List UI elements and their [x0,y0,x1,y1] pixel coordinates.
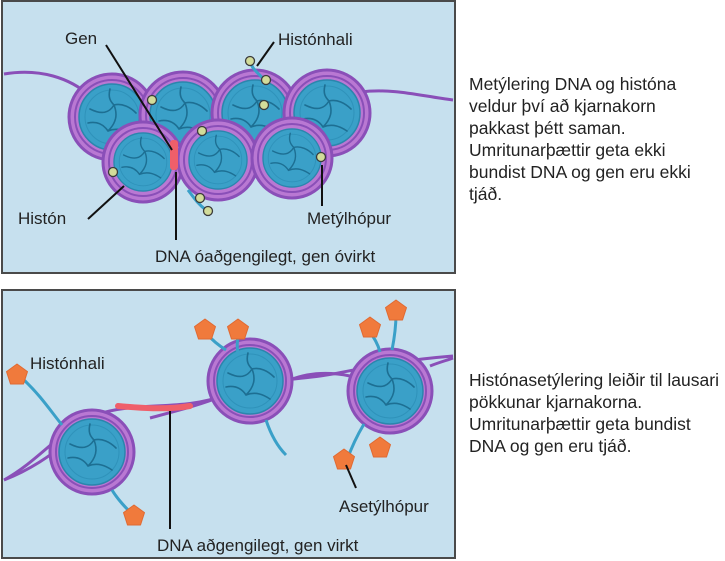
nucleosome-icon [346,347,434,435]
leader-line-histone [87,185,125,220]
methyl-group-icon [107,166,119,178]
label-acetyl-group: Asetýlhópur [339,497,429,516]
histone-tail-icon [22,378,64,426]
nucleosome-icon [48,408,136,496]
methyl-group-icon [315,151,327,163]
leader-line-acetyl [345,464,357,489]
methyl-group-icon [244,55,256,67]
label-histone: Histón [18,209,66,228]
methyl-group-icon [194,192,206,204]
label-methyl-group: Metýlhópur [307,209,391,228]
histone-tail-icon [264,419,288,457]
label-gene: Gen [65,29,97,48]
methyl-group-icon [258,99,270,111]
bottom-description: Histónasetýlering leiðir til lausari pök… [469,370,719,456]
methyl-group-icon [260,74,272,86]
top-description: Metýlering DNA og históna veldur því að … [469,74,691,204]
gene-region-active [115,403,193,412]
label-histone-tail-bottom: Histónhali [30,354,105,373]
bottom-panel: Histónhali Asetýlhópur DNA aðgengilegt, … [1,289,456,559]
label-dna-accessible: DNA aðgengilegt, gen virkt [157,536,359,555]
top-panel: Gen Histónhali Histón Metýlhópur DNA óað… [1,0,456,274]
nucleosome-icon [176,118,260,202]
gene-region-inactive [170,140,178,170]
methyl-group-icon [202,205,214,217]
methyl-group-icon [146,94,158,106]
leader-line-gen [105,44,173,151]
methyl-group-icon [196,125,208,137]
nucleosome-icon [206,337,294,425]
label-dna-inaccessible: DNA óaðgengilegt, gen óvirkt [155,247,375,266]
leader-line-histone-tail [256,41,275,67]
label-histone-tail-top: Histónhali [278,30,353,49]
